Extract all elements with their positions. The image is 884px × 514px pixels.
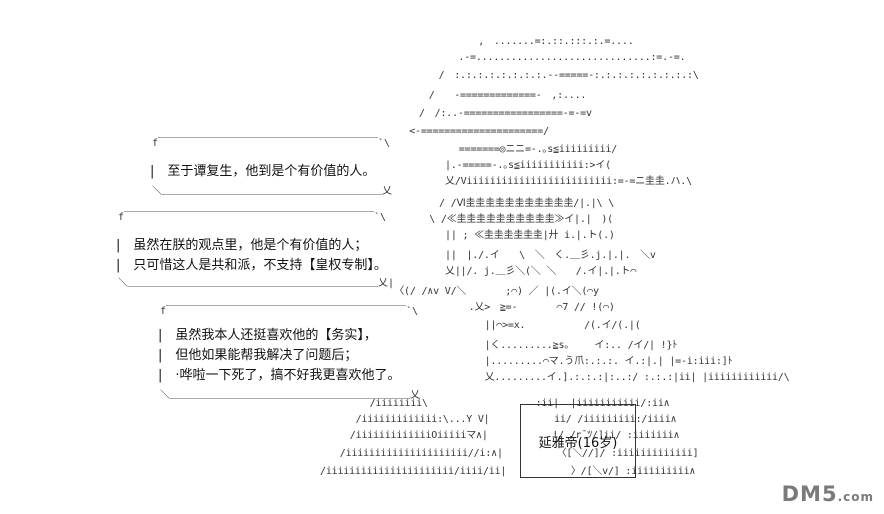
ascii-art-line: /iiiiiiiiiiiiiiiiiiiii//i:∧| 〈[＼//]/ :ii… — [330, 448, 699, 459]
ascii-art-line: , .......=:.::.:::.:.=.... — [390, 36, 634, 47]
ascii-art-line: ||⌒>=x. /(.イ/(.|( — [420, 320, 641, 331]
ascii-art-line: =======◎ニニ=-.｡s≦iiiiiiiii/ — [400, 144, 618, 155]
ascii-art-line: /iiiiiiii\ :ii| |iiiiiiiiiii/:ii∧ — [350, 398, 670, 409]
character-name-box: 延雅帝(16岁) — [520, 404, 636, 478]
bubble-1-bottom-edge: ＼＿＿＿＿＿＿＿＿＿＿＿＿＿＿＿＿＿＿＿＿＿＿乂 — [152, 186, 392, 197]
bubble-3-line-2: | 但他如果能帮我解决了问题后； — [158, 348, 358, 363]
ascii-art-line: \ /≪圭圭圭圭圭圭圭圭圭圭≫イ|.| )( — [390, 214, 613, 225]
ascii-art-line: / :.:.:.:.:.:.:.:.--=====-:.:.:.:.:.:.:.… — [370, 70, 699, 81]
bubble-1-top-edge: f￣￣￣￣￣￣￣￣￣￣￣￣￣￣￣￣￣￣￣￣￣￣`\ — [152, 138, 391, 149]
speech-bubble-1: f￣￣￣￣￣￣￣￣￣￣￣￣￣￣￣￣￣￣￣￣￣￣`\ | 至于谭复生，他到是个有价… — [140, 138, 440, 198]
ascii-art-line: /iiiiiiiiiiiiiiiiiiiiii/iiii/ii| 〉/[＼v/]… — [320, 466, 696, 477]
ascii-art-line: .-=..............................:=.-=. — [380, 52, 686, 63]
bubble-2-line-2: | 只可惜这人是共和派，不支持【皇权专制】。 — [116, 258, 387, 273]
ascii-art-line: /iiiiiiiiiiiii:\...Y V| ii/ /iiiiiiiii:/… — [340, 414, 677, 425]
ascii-art-line: 乂||/. j.＿彡＼(＼ ＼ /.イ|.|.ト⌒ — [400, 266, 637, 277]
character-name-label: 延雅帝(16岁) — [538, 435, 618, 451]
ascii-art-line: .乂> ≧=- ⌒7 // !(⌒) — [400, 302, 615, 313]
ascii-art-line: |.........⌒マ.う爪:.:.:. イ.:|.| |=-i:iii:]ﾄ — [420, 356, 733, 367]
ascii-art-line: |く.........≧s。 イ:.. /イ/| !}ﾄ — [420, 340, 678, 351]
bubble-2-line-1: | 虽然在朕的观点里，他是个有价值的人； — [116, 238, 368, 253]
ascii-art-line: / /Ⅵ圭圭圭圭圭圭圭圭圭圭圭/|.|\ \ — [390, 198, 615, 209]
bubble-3-top-edge: f￣￣￣￣￣￣￣￣￣￣￣￣￣￣￣￣￣￣￣￣￣￣￣￣`\ — [160, 306, 419, 317]
speech-bubble-3: f￣￣￣￣￣￣￣￣￣￣￣￣￣￣￣￣￣￣￣￣￣￣￣￣`\ | 虽然我本人还挺喜欢他… — [152, 302, 482, 402]
speech-bubble-2: f￣￣￣￣￣￣￣￣￣￣￣￣￣￣￣￣￣￣￣￣￣￣￣￣￣`\ | 虽然在朕的观点里，… — [110, 208, 460, 289]
ascii-art-line: 〈(/ /∧v V/＼ ;⌒) ／ |(.イ＼(⌒y — [360, 286, 599, 297]
ascii-art-line: || |./.イ \ ＼ く.＿彡.j.|.|. ＼v — [400, 250, 656, 261]
bubble-3-line-3: | ·哗啦一下死了，搞不好我更喜欢他了。 — [158, 368, 401, 383]
ascii-art-line: || ; ≪圭圭圭圭圭圭|廾 i.|.ト(.) — [400, 230, 615, 241]
bubble-1-line-1: | 至于谭复生，他到是个有价值的人。 — [150, 164, 376, 179]
bubble-2-top-edge: f￣￣￣￣￣￣￣￣￣￣￣￣￣￣￣￣￣￣￣￣￣￣￣￣￣`\ — [118, 212, 387, 223]
bubble-3-bottom-edge: ＼＿＿＿＿＿＿＿＿＿＿＿＿＿＿＿＿＿＿＿＿＿＿＿＿乂 — [160, 390, 420, 401]
ascii-art-line: / /:..-=================-=-=v — [370, 108, 592, 119]
bubble-2-bottom-edge: ＼＿＿＿＿＿＿＿＿＿＿＿＿＿＿＿＿＿＿＿＿＿＿＿＿＿乂| — [118, 278, 395, 289]
ascii-art-line: 乂/Viiiiiiiiiiiiiiiiiiiiiiiii:=-=ニ圭圭.ハ.\ — [400, 176, 692, 187]
site-watermark-logo: DM5.com — [781, 482, 874, 506]
bubble-3-line-1: | 虽然我本人还挺喜欢他的【务实】， — [158, 328, 377, 343]
ascii-art-line: 乂.........イ.].:.:.:|:..:/ :.:.:|ii| |iii… — [420, 372, 790, 383]
ascii-art-line: <-=====================/ — [370, 126, 549, 137]
ascii-art-line: /iiiiiiiiiiiiiOiiiiiマ∧| !/ /r¯ﾂ/]ii/ :ii… — [340, 430, 680, 441]
ascii-art-line: / -=============- ,:.... — [370, 90, 587, 101]
ascii-art-line: |.-=====-.｡s≦iiiiiiiiiii:>イ( — [400, 160, 611, 171]
